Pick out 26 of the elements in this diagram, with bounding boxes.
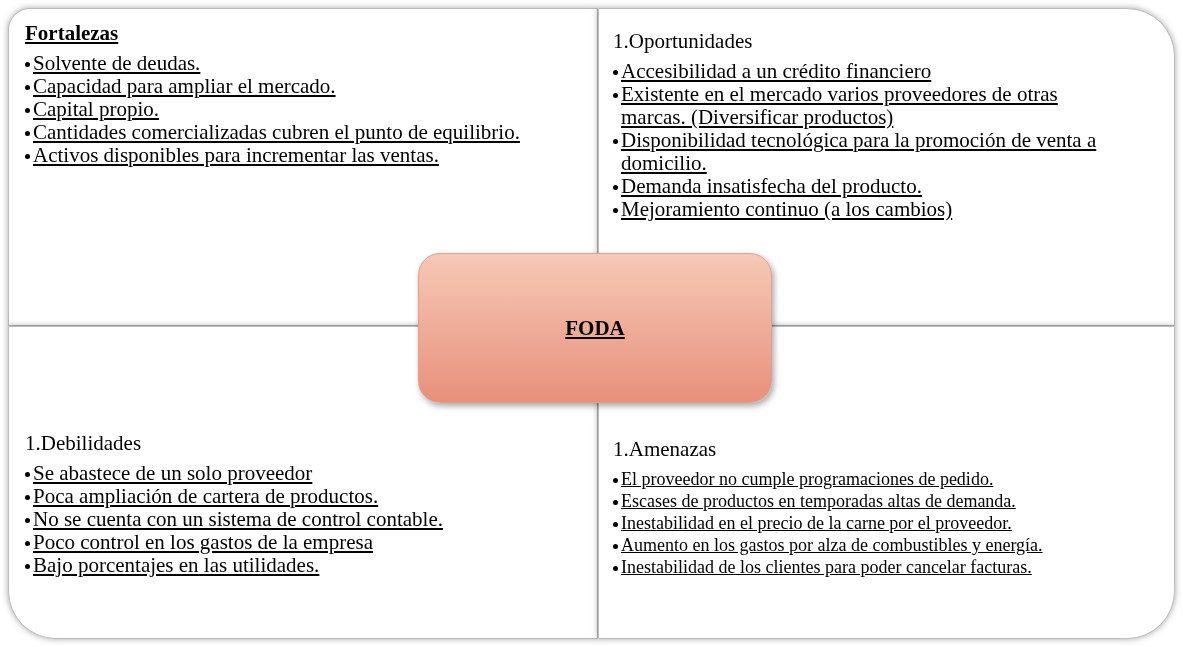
section-heading: Fortalezas [25, 21, 119, 46]
bullet-item: El proveedor no cumple programaciones de pedido. [621, 468, 994, 490]
section-heading: 1.Debilidades [25, 431, 142, 456]
bullet-item: Bajo porcentajes en las utilidades. [33, 554, 320, 577]
bullet-item: No se cuenta con un sistema de control contable. [33, 508, 443, 531]
bullet-item: Se abastece de un solo proveedor [33, 462, 313, 485]
center-box [418, 253, 772, 403]
bullet-item: Activos disponibles para incrementar las ventas. [33, 144, 439, 167]
center-title: FODA [565, 315, 625, 341]
bullet-item: Accesibilidad a un crédito financiero [621, 60, 932, 83]
bullet-item: Mejoramiento continuo (a los cambios) [621, 198, 953, 221]
section-heading: 1.Amenazas [613, 437, 717, 462]
bullet-item: Escases de productos en temporadas altas de demanda. [621, 490, 1016, 512]
bullet-item: Poco control en los gastos de la empresa [33, 531, 373, 554]
bullet-item: Existente en el mercado varios proveedores de otras marcas. (Diversificar productos) [621, 83, 1059, 129]
bullet-item: Poca ampliación de cartera de productos. [33, 485, 379, 508]
bullet-item: Disponibilidad tecnológica para la promoción de venta a domicilio. [621, 129, 1098, 175]
bullet-item: Inestabilidad de los clientes para poder cancelar facturas. [621, 556, 1032, 578]
bullet-item: Aumento en los gastos por alza de combustibles y energía. [621, 534, 1043, 556]
bullet-item: Solvente de deudas. [33, 52, 201, 75]
bullet-item: Demanda insatisfecha del producto. [621, 175, 922, 198]
bullet-item: Inestabilidad en el precio de la carne por el proveedor. [621, 512, 1012, 534]
section-heading: 1.Oportunidades [613, 29, 753, 54]
bullet-item: Capacidad para ampliar el mercado. [33, 75, 336, 98]
bullet-item: Capital propio. [33, 98, 159, 121]
bullet-item: Cantidades comercializadas cubren el punto de equilibrio. [33, 121, 520, 144]
